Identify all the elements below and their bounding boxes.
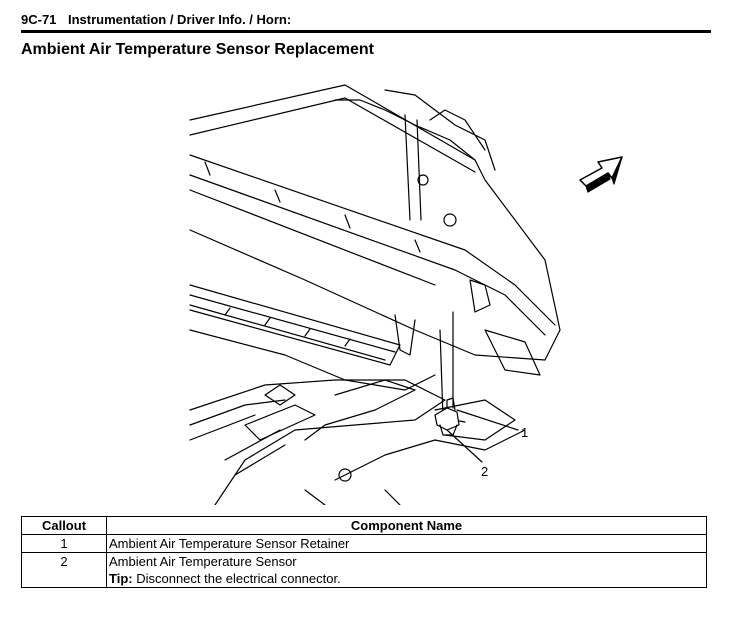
table-row: 1 Ambient Air Temperature Sensor Retaine… <box>21 534 707 553</box>
component-name-cell: Ambient Air Temperature Sensor Tip: Disc… <box>106 552 707 588</box>
callout-column-header: Callout <box>21 516 107 535</box>
section-title: Instrumentation / Driver Info. / Horn: <box>68 12 292 27</box>
callout-label-2: 2 <box>481 464 488 479</box>
tip-label: Tip: <box>109 571 133 586</box>
sensor-location-illustration: 1 2 <box>189 84 623 505</box>
bumper-beam-drawing <box>189 84 561 376</box>
table-header-row: Callout Component Name <box>21 516 707 535</box>
callout-cell: 2 <box>21 552 107 588</box>
component-name-cell: Ambient Air Temperature Sensor Retainer <box>106 534 707 553</box>
sensor-assembly-drawing <box>434 311 466 436</box>
callout-cell: 1 <box>21 534 107 553</box>
callout-label-1: 1 <box>521 425 528 440</box>
table-row: 2 Ambient Air Temperature Sensor Tip: Di… <box>21 552 707 588</box>
page-code: 9C-71 <box>21 12 57 27</box>
radiator-core-drawing <box>189 284 436 391</box>
component-name: Ambient Air Temperature Sensor <box>109 554 297 569</box>
tip-note: Tip: Disconnect the electrical connector… <box>109 570 704 587</box>
page-title: Ambient Air Temperature Sensor Replaceme… <box>21 41 374 58</box>
lower-tie-bar-drawing <box>189 379 526 505</box>
page-header: 9C-71 Instrumentation / Driver Info. / H… <box>21 10 711 33</box>
front-arrow-icon <box>579 156 623 193</box>
callout-leaders <box>446 409 519 463</box>
component-table: Callout Component Name 1 Ambient Air Tem… <box>21 516 707 588</box>
tip-text: Disconnect the electrical connector. <box>132 571 341 586</box>
component-name-column-header: Component Name <box>106 516 707 535</box>
